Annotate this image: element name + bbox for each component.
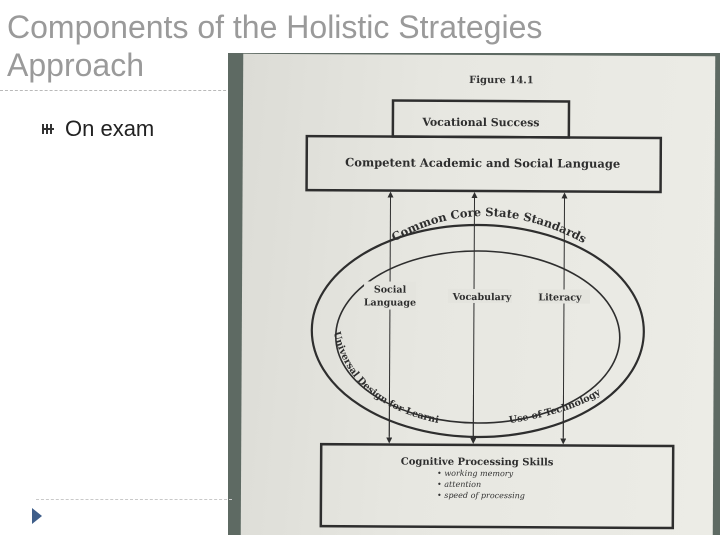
slide-title: Components of the Holistic Strategies Ap… <box>7 9 543 83</box>
cognitive-skills-box <box>319 442 675 530</box>
bullet-icon <box>42 124 54 134</box>
textbook-photo: Figure 14.1 Vocational Success Competent… <box>228 53 720 535</box>
bottom-item-2: • attention <box>437 480 481 489</box>
competent-language-box <box>305 134 663 194</box>
social-language-label-1: Social <box>374 284 407 295</box>
bullet-item: On exam <box>40 116 154 142</box>
competent-language-text: Competent Academic and Social Language <box>345 155 620 170</box>
bottom-item-3: • speed of processing <box>437 491 525 500</box>
textbook-page: Figure 14.1 Vocational Success Competent… <box>240 53 716 535</box>
title-divider <box>0 90 236 91</box>
arc-left-text: Universal Design for Learning <box>241 54 442 426</box>
inner-ellipse <box>334 250 621 424</box>
slide-nav-arrow-icon[interactable] <box>30 506 44 526</box>
literacy-label: Literacy <box>538 292 582 303</box>
bottom-item-1: • working memory <box>437 469 514 478</box>
outer-ellipse <box>310 223 645 439</box>
vocational-success-text: Vocational Success <box>421 116 539 130</box>
bullet-text: On exam <box>65 116 155 141</box>
cognitive-skills-title: Cognitive Processing Skills <box>401 457 554 469</box>
social-language-label-2: Language <box>364 297 416 308</box>
arc-right-text: Use of Technology <box>508 386 603 426</box>
holistic-strategies-diagram: Vocational Success Competent Academic an… <box>241 54 675 530</box>
footer-divider <box>36 499 232 500</box>
vocabulary-label: Vocabulary <box>452 292 512 303</box>
